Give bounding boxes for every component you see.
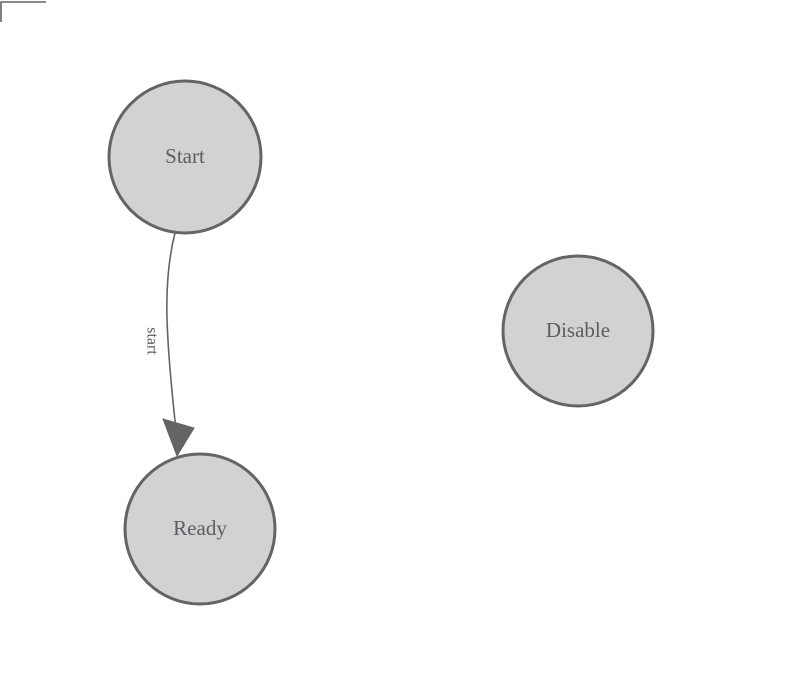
- arrowhead-icon: [162, 418, 195, 458]
- edge-label-start: start: [143, 327, 160, 355]
- node-ready[interactable]: Ready: [123, 452, 277, 606]
- node-disable[interactable]: Disable: [501, 254, 655, 408]
- canvas-corner-mark-icon: [0, 1, 46, 22]
- node-start-circle[interactable]: [107, 79, 263, 235]
- edge-path: [166, 232, 177, 431]
- node-start[interactable]: Start: [107, 79, 263, 235]
- node-ready-circle[interactable]: [123, 452, 277, 606]
- node-disable-circle[interactable]: [501, 254, 655, 408]
- edge-start-to-ready[interactable]: start: [143, 232, 195, 458]
